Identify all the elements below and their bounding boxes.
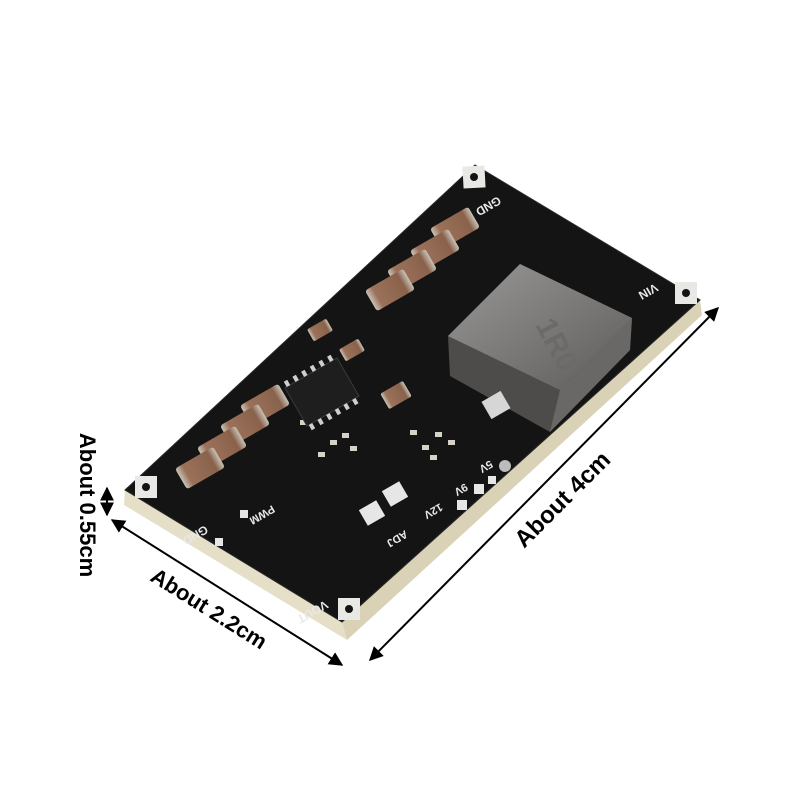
ic-chip [283,354,360,431]
dimension-thickness-label: About 0.55cm [75,433,100,577]
capacitor-bank-top [366,207,479,311]
dimension-thickness: About 0.55cm [75,433,114,577]
capacitor-bank-bottom [176,384,289,489]
